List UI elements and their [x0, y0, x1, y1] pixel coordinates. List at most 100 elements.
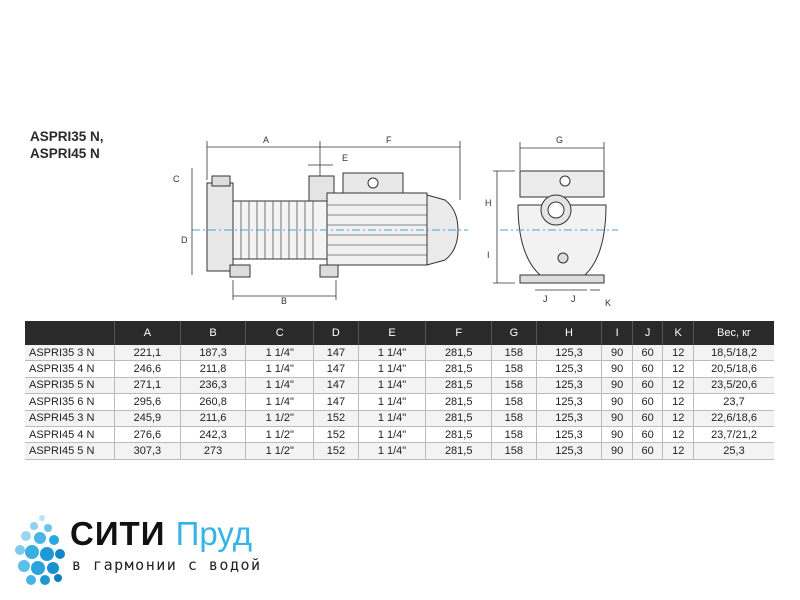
fan-cover — [426, 194, 459, 266]
table-header-row: A B C D E F G H I J K Вес, кг — [25, 321, 774, 345]
table-cell: 281,5 — [425, 426, 493, 444]
table-cell: 273 — [180, 442, 247, 460]
table-cell: 158 — [491, 410, 537, 427]
front-base — [519, 274, 605, 284]
table-cell: 281,5 — [425, 393, 493, 411]
table-cell: 12 — [662, 393, 694, 411]
brand-name-main: СИТИ — [70, 515, 166, 552]
table-cell-model: ASPRI45 4 N — [25, 426, 115, 444]
table-cell: 90 — [601, 410, 633, 427]
table-cell: 158 — [491, 393, 537, 411]
table-cell-model: ASPRI35 4 N — [25, 360, 115, 378]
table-cell: 221,1 — [114, 345, 181, 362]
front-terminal-screw — [559, 175, 571, 187]
table-cell: 158 — [491, 377, 537, 395]
table-cell: 152 — [313, 426, 359, 444]
dim-label-e: E — [342, 153, 348, 163]
table-cell: 281,5 — [425, 442, 493, 460]
side-view — [192, 172, 468, 278]
table-cell: 60 — [632, 377, 664, 395]
logo-dot — [47, 562, 59, 574]
model-title-line-2: ASPRI45 N — [30, 146, 100, 161]
logo-dot — [31, 561, 45, 575]
table-cell: 12 — [662, 377, 694, 395]
header-h: H — [536, 321, 603, 345]
logo-dot — [54, 574, 62, 582]
table-cell: 211,8 — [180, 360, 247, 378]
dim-label-d: D — [181, 235, 188, 245]
table-cell-model: ASPRI35 6 N — [25, 393, 115, 411]
table-cell: 158 — [491, 442, 537, 460]
table-cell: 158 — [491, 360, 537, 378]
table-cell: 60 — [632, 442, 664, 460]
logo-dot — [40, 547, 54, 561]
dim-label-h: H — [485, 198, 492, 208]
table-cell: 1 1/4" — [245, 377, 315, 395]
table-cell-model: ASPRI45 5 N — [25, 442, 115, 460]
table-cell: 1 1/4" — [245, 360, 315, 378]
brand-name: СИТИ Пруд — [70, 515, 252, 553]
header-i: I — [601, 321, 633, 345]
brand-slogan: в гармонии с водой — [72, 556, 262, 574]
dim-label-g: G — [556, 135, 563, 145]
table-cell: 152 — [313, 442, 359, 460]
logo-dot — [40, 575, 50, 585]
table-cell: 1 1/4" — [245, 393, 315, 411]
table-cell: 12 — [662, 410, 694, 427]
table-cell-model: ASPRI45 3 N — [25, 410, 115, 427]
logo-dot — [30, 522, 38, 530]
table-cell: 271,1 — [114, 377, 181, 395]
dim-label-j-right: J — [571, 294, 576, 304]
table-cell: 1 1/2" — [245, 442, 315, 460]
logo-dot — [34, 532, 46, 544]
table-cell: 152 — [313, 410, 359, 427]
table-cell: 211,6 — [180, 410, 247, 427]
table-cell: 23,7/21,2 — [693, 426, 774, 444]
front-view — [500, 170, 618, 284]
logo-dot — [15, 545, 25, 555]
dim-label-b: B — [281, 296, 287, 306]
table-cell: 23,5/20,6 — [693, 377, 774, 395]
table-cell: 90 — [601, 442, 633, 460]
table-cell: 90 — [601, 426, 633, 444]
base-foot-left — [229, 264, 251, 278]
header-k: K — [662, 321, 694, 345]
table-cell-model: ASPRI35 3 N — [25, 345, 115, 362]
table-cell: 245,9 — [114, 410, 181, 427]
table-cell: 12 — [662, 360, 694, 378]
table-cell: 125,3 — [536, 360, 603, 378]
logo-dot — [26, 575, 36, 585]
model-title: ASPRI35 N, ASPRI45 N — [30, 128, 104, 162]
table-cell: 90 — [601, 377, 633, 395]
table-cell: 276,6 — [114, 426, 181, 444]
table-cell: 1 1/4" — [245, 345, 315, 362]
table-cell: 281,5 — [425, 360, 493, 378]
table-cell: 147 — [313, 345, 359, 362]
drain-plug — [557, 252, 569, 264]
table-cell: 281,5 — [425, 410, 493, 427]
table-cell: 125,3 — [536, 393, 603, 411]
terminal-screw — [367, 177, 379, 189]
table-cell: 12 — [662, 426, 694, 444]
flange-top — [211, 175, 231, 187]
suction-port-inner — [547, 201, 565, 219]
header-model — [25, 321, 115, 345]
logo-dot — [55, 549, 65, 559]
table-cell: 1 1/2" — [245, 410, 315, 427]
side-view-dimensions — [191, 141, 461, 300]
logo-dot — [44, 524, 52, 532]
table-cell: 60 — [632, 426, 664, 444]
table-cell: 307,3 — [114, 442, 181, 460]
table-cell: 1 1/4" — [358, 393, 427, 411]
table-cell-model: ASPRI35 5 N — [25, 377, 115, 395]
header-d: D — [313, 321, 359, 345]
table-cell: 12 — [662, 345, 694, 362]
table-cell: 125,3 — [536, 345, 603, 362]
table-cell: 60 — [632, 345, 664, 362]
logo-dot — [18, 560, 30, 572]
header-j: J — [632, 321, 664, 345]
table-cell: 1 1/4" — [358, 360, 427, 378]
